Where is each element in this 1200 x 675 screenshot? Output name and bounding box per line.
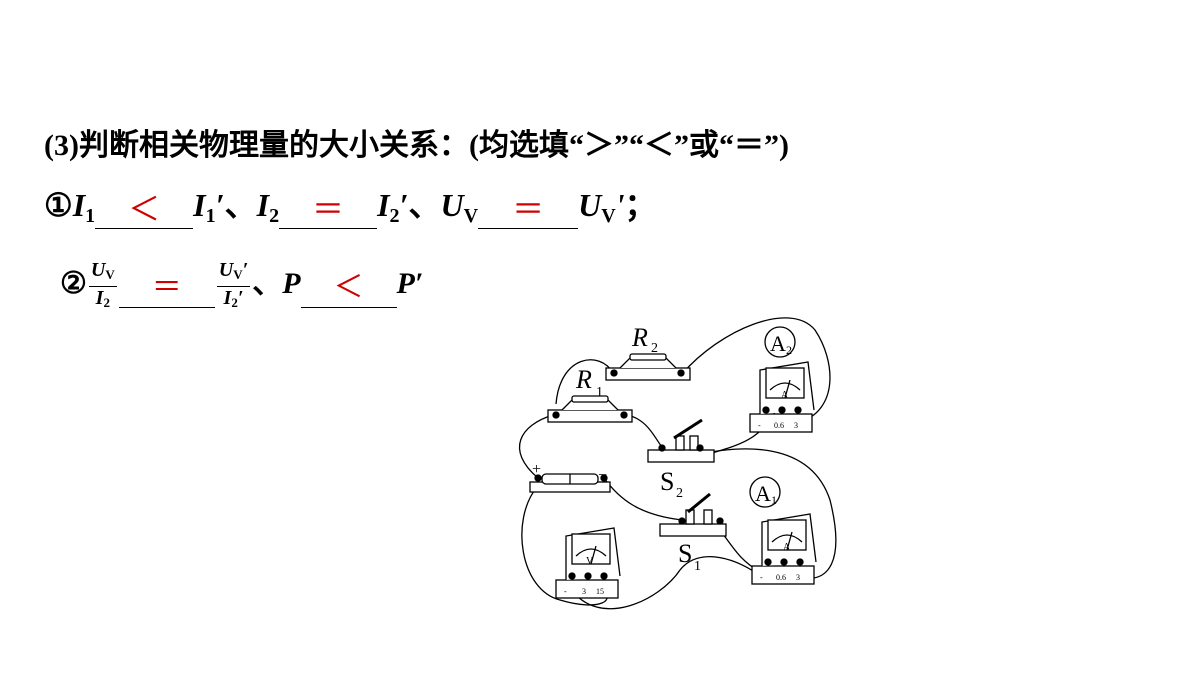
symbol-P-prime: P′ xyxy=(396,267,424,300)
label-R2: R xyxy=(631,323,648,352)
symbol-I2: I2 xyxy=(256,187,280,227)
symbol-P: P xyxy=(282,267,301,300)
answer-blank-3[interactable]: ＝ xyxy=(478,193,579,229)
separator: 、 xyxy=(224,187,257,223)
item-marker-2: ② xyxy=(60,267,87,300)
answer-blank-1[interactable]: ＜ xyxy=(95,193,194,229)
comparison-line-1: ①I1＜I1′、I2＝I2′、UV＝UV'； xyxy=(44,180,657,229)
separator: 、 xyxy=(408,187,441,223)
symbol-I1-prime: I1′ xyxy=(193,187,225,227)
voltmeter xyxy=(555,527,621,599)
ammeter-A1 xyxy=(751,513,817,585)
line-end: ； xyxy=(624,187,657,223)
symbol-UV: UV xyxy=(440,187,479,227)
ammeter-A2 xyxy=(749,361,815,433)
answer-blank-5[interactable]: ＜ xyxy=(300,273,397,308)
resistor-R1 xyxy=(547,395,633,423)
fraction-UV-prime-over-I2-prime: UV′I2′ xyxy=(216,258,251,310)
item-marker-1: ① xyxy=(44,187,73,223)
label-S1-sub: 1 xyxy=(694,559,701,574)
answer-blank-4[interactable]: ＝ xyxy=(118,273,215,308)
separator: 、 xyxy=(252,267,283,300)
ammeter-A2-face: A xyxy=(781,390,789,401)
wires xyxy=(518,317,837,610)
battery-minus-sign: − xyxy=(598,467,607,484)
label-S1: S xyxy=(678,539,692,568)
label-S2: S xyxy=(660,467,674,496)
ammeter-A1-face: A xyxy=(783,542,791,553)
symbol-I1: I1 xyxy=(72,187,96,227)
voltmeter-face: V xyxy=(586,556,594,567)
label-A2-sub: 2 xyxy=(786,343,792,357)
ammeter-A1-symbol xyxy=(749,476,781,508)
ammeter-A1-terminal-06: 0.6 xyxy=(776,573,786,582)
voltmeter-terminal-neg: - xyxy=(564,587,567,596)
switch-S2 xyxy=(647,418,715,463)
label-R2-sub: 2 xyxy=(651,341,658,356)
voltmeter-terminal-15: 15 xyxy=(596,587,604,596)
resistor-R2 xyxy=(605,353,691,381)
symbol-I2-prime: I2′ xyxy=(377,187,409,227)
ammeter-A2-terminal-neg: - xyxy=(758,421,761,430)
label-R1-sub: 1 xyxy=(596,385,603,400)
label-R1: R xyxy=(575,365,592,394)
label-A1: A xyxy=(755,481,771,506)
voltmeter-terminal-3: 3 xyxy=(582,587,586,596)
ammeter-A1-terminal-neg: - xyxy=(760,573,763,582)
switch-S1 xyxy=(659,492,727,537)
answer-blank-2[interactable]: ＝ xyxy=(279,193,378,229)
label-A1-sub: 1 xyxy=(771,493,777,507)
label-S2-sub: 2 xyxy=(676,486,683,501)
ammeter-A1-terminal-3: 3 xyxy=(796,573,800,582)
symbol-UV-prime: UV' xyxy=(578,187,625,227)
question-title: (3)判断相关物理量的大小关系：(均选填“＞”“＜”或“＝”) xyxy=(44,129,789,162)
ammeter-A2-terminal-06: 0.6 xyxy=(774,421,784,430)
label-A2: A xyxy=(770,331,786,356)
battery xyxy=(529,473,611,493)
ammeter-A2-symbol xyxy=(764,326,796,358)
ammeter-A2-terminal-3: 3 xyxy=(794,421,798,430)
battery-plus-sign: + xyxy=(532,461,541,478)
